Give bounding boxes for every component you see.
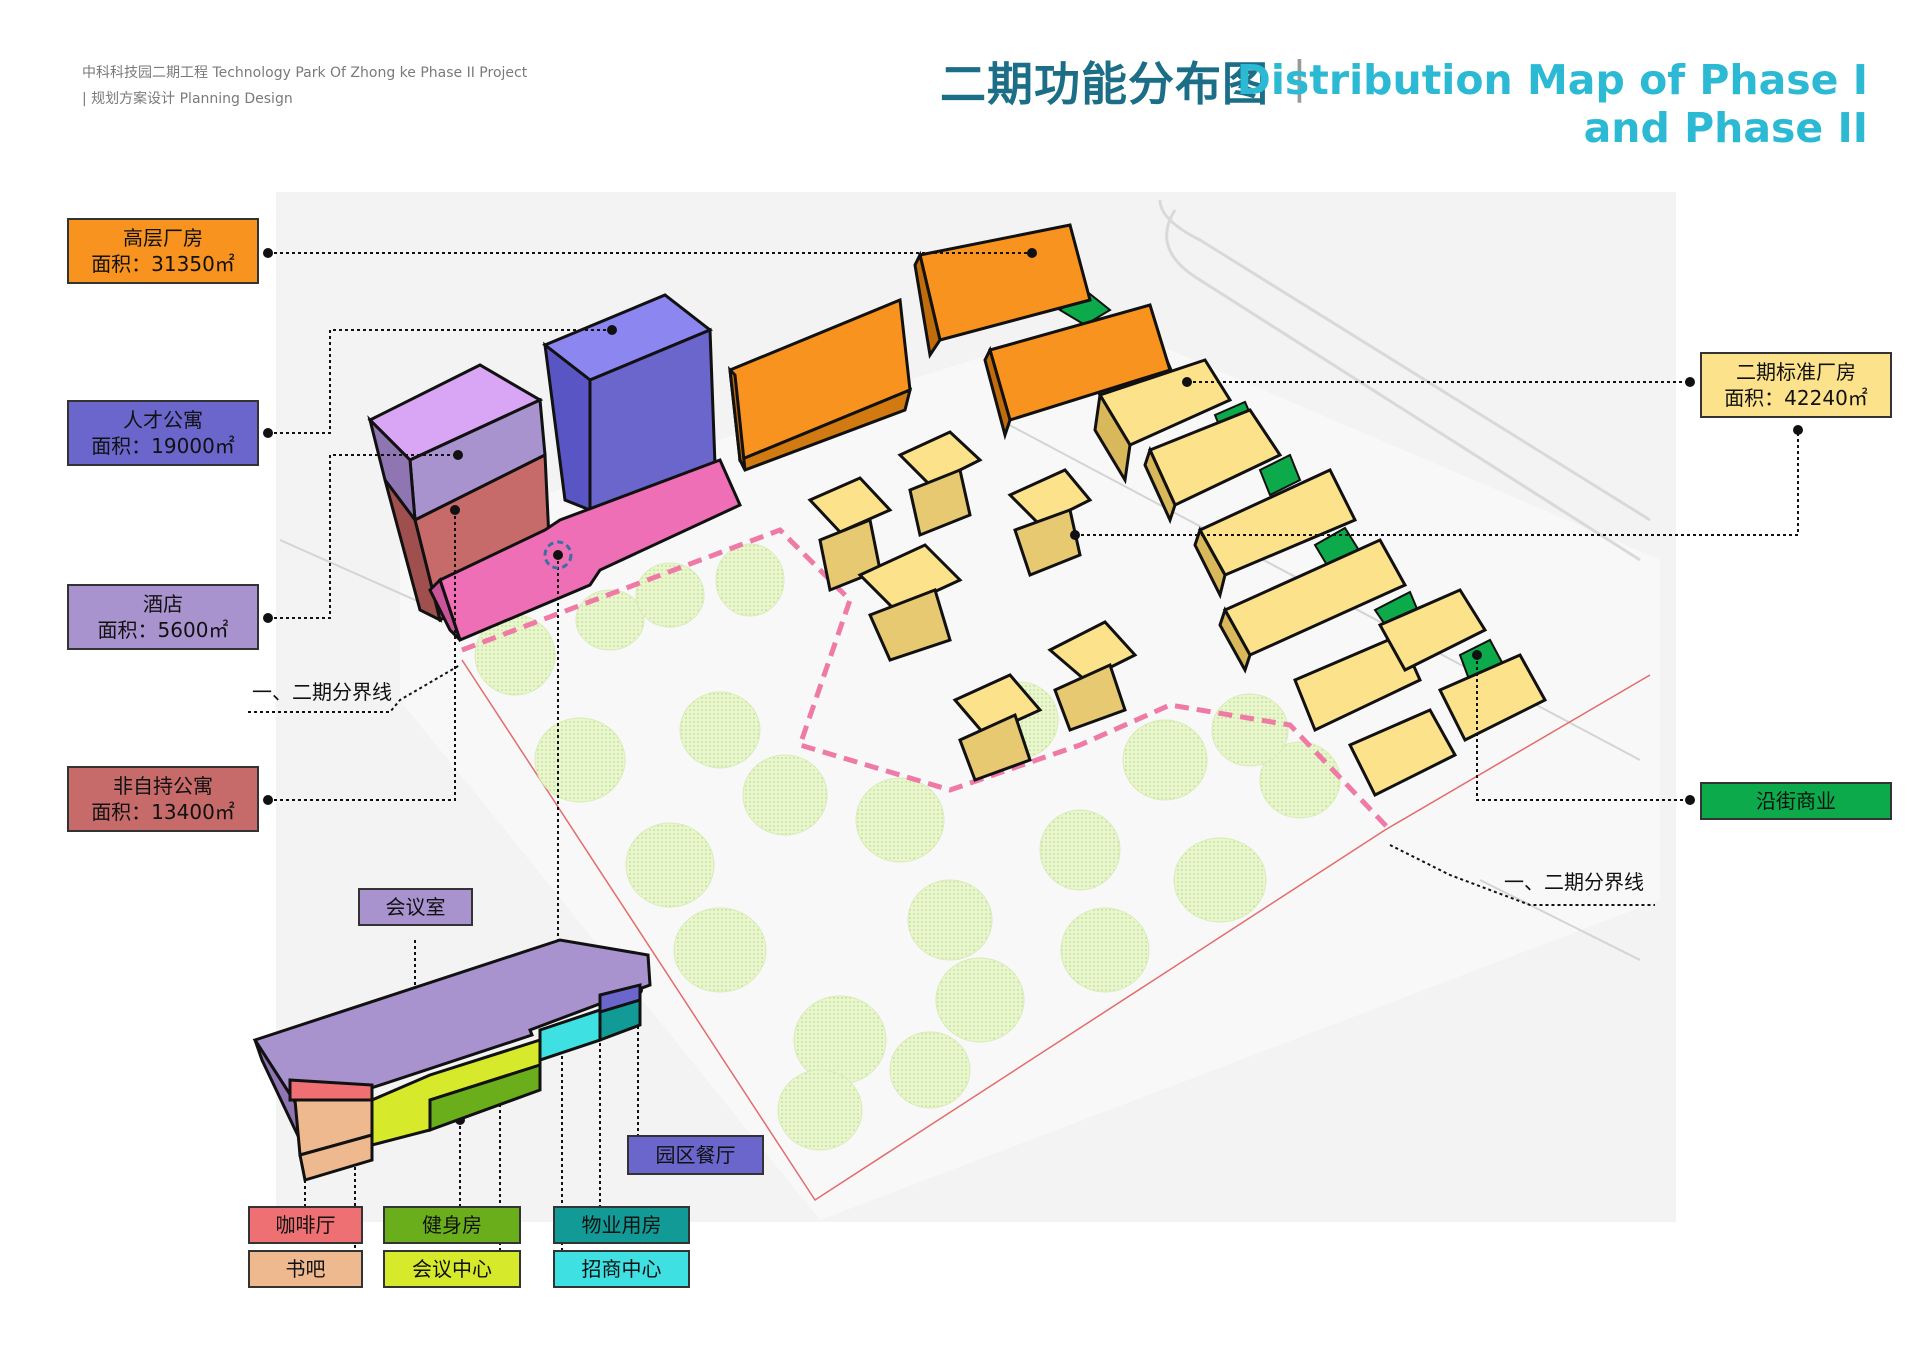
phase2-standard-factory-area: 面积：42240㎡ [1724, 386, 1868, 410]
label-park-canteen: 园区餐厅 [627, 1135, 764, 1175]
planning-subtitle: | 规划方案设计 Planning Design [82, 91, 293, 107]
label-cafe: 咖啡厅 [248, 1206, 363, 1244]
label-gym: 健身房 [383, 1206, 521, 1244]
label-hotel: 酒店 面积：5600㎡ [67, 584, 259, 650]
leader-lines [248, 252, 1799, 1280]
label-phase2-standard-factory: 二期标准厂房 面积：42240㎡ [1700, 352, 1892, 418]
non-owned-apartment-area: 面积：13400㎡ [91, 800, 235, 824]
label-book-bar: 书吧 [248, 1250, 363, 1288]
page-title-en-line1: Distribution Map of Phase I [1236, 56, 1868, 104]
high-rise-factory-blocks [728, 223, 1172, 472]
project-subtitle: 中科科技园二期工程 Technology Park Of Zhong ke Ph… [82, 65, 528, 81]
phase2-standard-factory-name: 二期标准厂房 [1736, 360, 1856, 384]
talent-apartment-name: 人才公寓 [123, 408, 203, 432]
label-non-owned-apartment: 非自持公寓 面积：13400㎡ [67, 766, 259, 832]
meeting-room-name: 会议室 [385, 895, 446, 919]
talent-apartment-area: 面积：19000㎡ [91, 434, 235, 458]
label-street-commercial: 沿街商业 [1700, 782, 1892, 820]
high-rise-factory-name: 高层厂房 [123, 226, 203, 250]
hotel-area: 面积：5600㎡ [97, 618, 229, 642]
boundary-label-left: 一、二期分界线 [252, 680, 392, 704]
property-room-name: 物业用房 [581, 1213, 662, 1237]
conference-center-name: 会议中心 [412, 1257, 492, 1281]
phase-boundary-line [461, 527, 1392, 832]
cafe-name: 咖啡厅 [275, 1213, 336, 1237]
page-title-en-line2: and Phase II [1583, 104, 1868, 152]
phase2-standard-factory-blocks [807, 358, 1548, 798]
title-separator: | [1292, 52, 1307, 103]
page-title-cn: 二期功能分布图 [940, 57, 1269, 111]
label-investment-center: 招商中心 [553, 1250, 690, 1288]
label-talent-apartment: 人才公寓 面积：19000㎡ [67, 400, 259, 466]
investment-center-name: 招商中心 [581, 1257, 662, 1281]
book-bar-name: 书吧 [285, 1257, 326, 1281]
hotel-name: 酒店 [143, 592, 183, 616]
street-commercial-name: 沿街商业 [1756, 789, 1836, 813]
podium-detail-building [252, 938, 652, 1182]
non-owned-apartment-name: 非自持公寓 [113, 774, 213, 798]
park-canteen-name: 园区餐厅 [655, 1143, 736, 1167]
podium-building [428, 458, 742, 643]
label-property-room: 物业用房 [553, 1206, 690, 1244]
label-high-rise-factory: 高层厂房 面积：31350㎡ [67, 218, 259, 284]
boundary-label-right: 一、二期分界线 [1504, 870, 1644, 894]
high-rise-factory-area: 面积：31350㎡ [91, 252, 235, 276]
label-meeting-room: 会议室 [358, 888, 473, 926]
label-conference-center: 会议中心 [383, 1250, 521, 1288]
gym-name: 健身房 [422, 1213, 482, 1237]
